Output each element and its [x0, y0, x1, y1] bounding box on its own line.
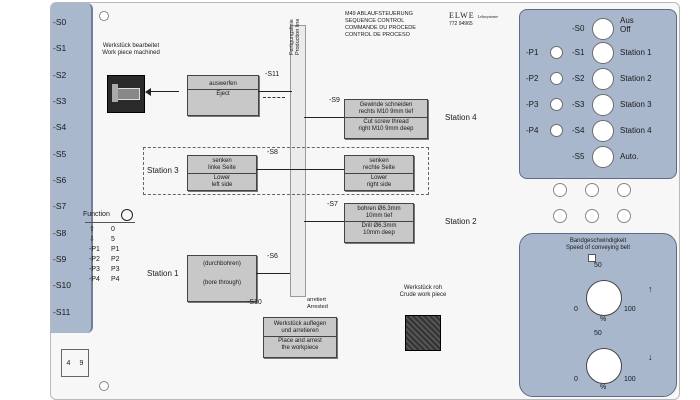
station-4-button-label: Station 4 — [620, 126, 652, 135]
station-1-button[interactable] — [592, 42, 614, 64]
function-dial-icon — [121, 209, 133, 221]
lower-right-box: senken rechte Seite Lower right side — [344, 155, 414, 191]
switch-tag-s8: -S8 — [267, 149, 278, 156]
mount-hole — [553, 209, 567, 223]
header-text: M49 ABLAUFSTEUERUNG SEQUENCE CONTROL COM… — [345, 11, 416, 38]
button-label-s1: -S1 — [572, 48, 585, 57]
thread-box: Gewinde schneiden rechts M10 9mm tief Cu… — [344, 99, 428, 139]
label-s9: -S9 — [53, 254, 67, 264]
dial2-unit: % — [600, 384, 607, 391]
part-number: 772 94965 — [449, 21, 473, 27]
left-label-strip: -S0 -S1 -S2 -S3 -S4 -S5 -S6 -S7 -S8 -S9 … — [51, 3, 93, 333]
speed-indicator — [588, 254, 596, 262]
dial2-tick-100: 100 — [624, 376, 636, 383]
function-title: Function — [83, 211, 110, 218]
bore-box: (durchbohren) (bore through) — [187, 255, 257, 302]
crude-workpiece-image — [405, 315, 441, 351]
brand-logo: ELWE Lehrsysteme — [449, 11, 499, 20]
drill-box: bohren Ø6.3mm 10mm tief Drill Ø6.3mm 10m… — [344, 203, 414, 243]
station-2-button-label: Station 2 — [620, 74, 652, 83]
machined-label: Werkstück bearbeitet Work piece machined — [102, 43, 160, 56]
label-s7: -S7 — [53, 201, 67, 211]
speed-knob-up[interactable] — [586, 280, 622, 316]
lamp-label-p3: -P3 — [526, 100, 539, 109]
place-box: Werkstück auflegen und arretieren Place … — [263, 317, 337, 358]
machined-workpiece-image — [107, 75, 145, 113]
label-s11: -S11 — [53, 307, 71, 317]
switch-s11-icon — [263, 83, 285, 98]
lamp-p2 — [550, 72, 563, 85]
switch-tag-s7: -S7 — [327, 201, 338, 208]
auto-button[interactable] — [592, 146, 614, 168]
eject-arrow — [149, 91, 179, 92]
lower-left-box: senken linke Seite Lower left side — [187, 155, 257, 191]
mount-hole — [585, 209, 599, 223]
mount-hole — [585, 183, 599, 197]
belt-speed-panel: Bandgeschwindigkeit Speed of conveying b… — [519, 233, 677, 397]
arrow-head-icon — [145, 88, 151, 96]
dial1-tick-100: 100 — [624, 306, 636, 313]
station-3-button[interactable] — [592, 94, 614, 116]
label-s1: -S1 — [53, 43, 67, 53]
label-s2: -S2 — [53, 70, 67, 80]
lamp-label-p4: -P4 — [526, 126, 539, 135]
button-label-s4: -S4 — [572, 126, 585, 135]
mount-hole — [617, 183, 631, 197]
dial1-unit: % — [600, 316, 607, 323]
button-label-s2: -S2 — [572, 74, 585, 83]
up-arrow-icon: ↑ — [648, 284, 653, 294]
mount-hole — [617, 209, 631, 223]
label-s3: -S3 — [53, 96, 67, 106]
station-4-button[interactable] — [592, 120, 614, 142]
label-s10: -S10 — [53, 280, 71, 290]
label-s0: -S0 — [53, 17, 67, 27]
mount-hole — [99, 381, 109, 391]
dial2-tick-50: 50 — [594, 330, 602, 337]
station-1-button-label: Station 1 — [620, 48, 652, 57]
eject-box: auswerfen Eject — [187, 75, 259, 116]
down-arrow-icon: ↓ — [648, 352, 653, 362]
dial2-tick-0: 0 — [574, 376, 578, 383]
station-2-label: Station 2 — [445, 217, 477, 226]
dial1-tick-50: 50 — [594, 262, 602, 269]
auto-button-label: Auto. — [620, 152, 639, 161]
label-s4: -S4 — [53, 122, 67, 132]
button-label-s5: -S5 — [572, 152, 585, 161]
station-3-label: Station 3 — [147, 166, 179, 175]
button-label-s3: -S3 — [572, 100, 585, 109]
mount-hole — [553, 183, 567, 197]
station-4-label: Station 4 — [445, 113, 477, 122]
switch-tag-s11: -S11 — [265, 71, 280, 78]
label-s6: -S6 — [53, 175, 67, 185]
lamp-p1 — [550, 46, 563, 59]
lamp-label-p1: -P1 — [526, 48, 539, 57]
switch-tag-s6: -S6 — [267, 253, 278, 260]
station-2-button[interactable] — [592, 68, 614, 90]
arrested-label: arretiert Arrested — [307, 297, 328, 310]
control-panel: -S0 -S1 -S2 -S3 -S4 -S5 -S6 -S7 -S8 -S9 … — [50, 2, 680, 400]
off-button[interactable] — [592, 18, 614, 40]
switch-tag-s10: -S10 — [247, 299, 262, 306]
speed-knob-down[interactable] — [586, 348, 622, 384]
crude-label: Werkstück roh Crude work piece — [399, 285, 447, 298]
lamp-label-p2: -P2 — [526, 74, 539, 83]
station-1-label: Station 1 — [147, 269, 179, 278]
production-line-rail — [290, 25, 306, 297]
label-s8: -S8 — [53, 228, 67, 238]
switch-tag-s9: -S9 — [329, 97, 340, 104]
station-3-button-label: Station 3 — [620, 100, 652, 109]
lamp-p3 — [550, 98, 563, 111]
dial1-tick-0: 0 — [574, 306, 578, 313]
label-s5: -S5 — [53, 149, 67, 159]
station-3-group — [143, 147, 429, 195]
production-line-label: Fertigungslinie Production line — [289, 18, 301, 55]
mount-hole — [99, 11, 109, 21]
speed-title: Bandgeschwindigkeit Speed of conveying b… — [565, 238, 631, 251]
lamp-p4 — [550, 124, 563, 137]
s0-label: -S0 — [572, 24, 585, 33]
